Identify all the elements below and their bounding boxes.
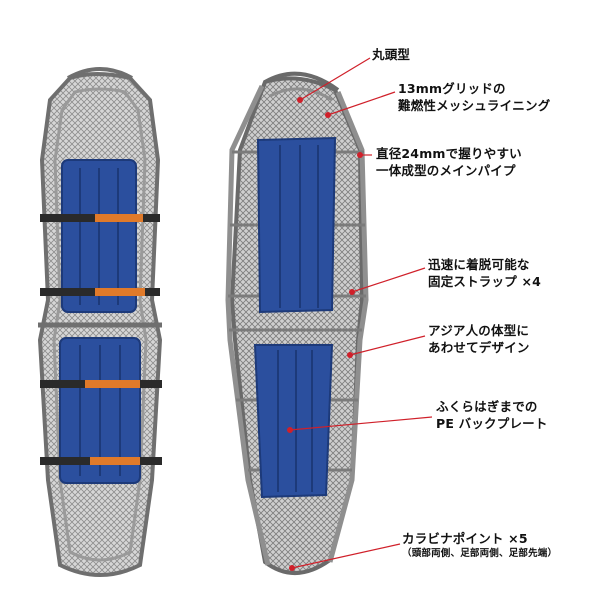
callout-pipe-line2: 一体成型のメインパイプ: [376, 163, 516, 178]
callout-carabiner: カラビナポイント ×5 （頭部両側、足部両側、足部先端）: [402, 530, 557, 560]
callout-pipe: 直径24mmで握りやすい 一体成型のメインパイプ: [376, 145, 522, 179]
callout-backplate-line2: PE バックプレート: [436, 416, 548, 431]
callout-mesh-line1: 13mmグリッドの: [398, 81, 506, 96]
callout-mesh: 13mmグリッドの 難燃性メッシュライニング: [398, 80, 550, 114]
callout-fit-line1: アジア人の体型に: [428, 323, 530, 338]
callout-round-head: 丸頭型: [372, 46, 410, 63]
callout-backplate: ふくらはぎまでの PE バックプレート: [436, 398, 548, 432]
callout-mesh-line2: 難燃性メッシュライニング: [398, 98, 551, 113]
right-upper-backboard: [256, 136, 337, 314]
callout-round-head-text: 丸頭型: [372, 47, 411, 62]
left-basket: [37, 67, 163, 577]
callout-carabiner-line2: （頭部両側、足部両側、足部先端）: [402, 548, 558, 559]
left-straps: [40, 214, 162, 465]
callout-pipe-line1: 直径24mmで握りやすい: [376, 146, 522, 161]
dot-strap: [349, 289, 355, 295]
dot-pipe: [357, 152, 363, 158]
dot-carabiner: [289, 565, 295, 571]
dot-mesh: [325, 112, 331, 118]
callout-carabiner-line1: カラビナポイント ×5: [402, 531, 528, 546]
callout-backplate-line1: ふくらはぎまでの: [436, 399, 538, 414]
main-pipe-left: [225, 84, 271, 566]
dot-backplate: [287, 427, 293, 433]
dot-fit: [347, 352, 353, 358]
dot-round-head: [297, 97, 303, 103]
callout-strap-line2: 固定ストラップ ×4: [428, 274, 542, 289]
callout-fit-line2: あわせてデザイン: [428, 340, 530, 355]
callout-strap: 迅速に着脱可能な 固定ストラップ ×4: [428, 256, 541, 290]
main-pipe-right: [327, 91, 369, 563]
right-basket: [225, 71, 369, 575]
callout-fit: アジア人の体型に あわせてデザイン: [428, 322, 530, 356]
callout-strap-line1: 迅速に着脱可能な: [428, 257, 530, 272]
